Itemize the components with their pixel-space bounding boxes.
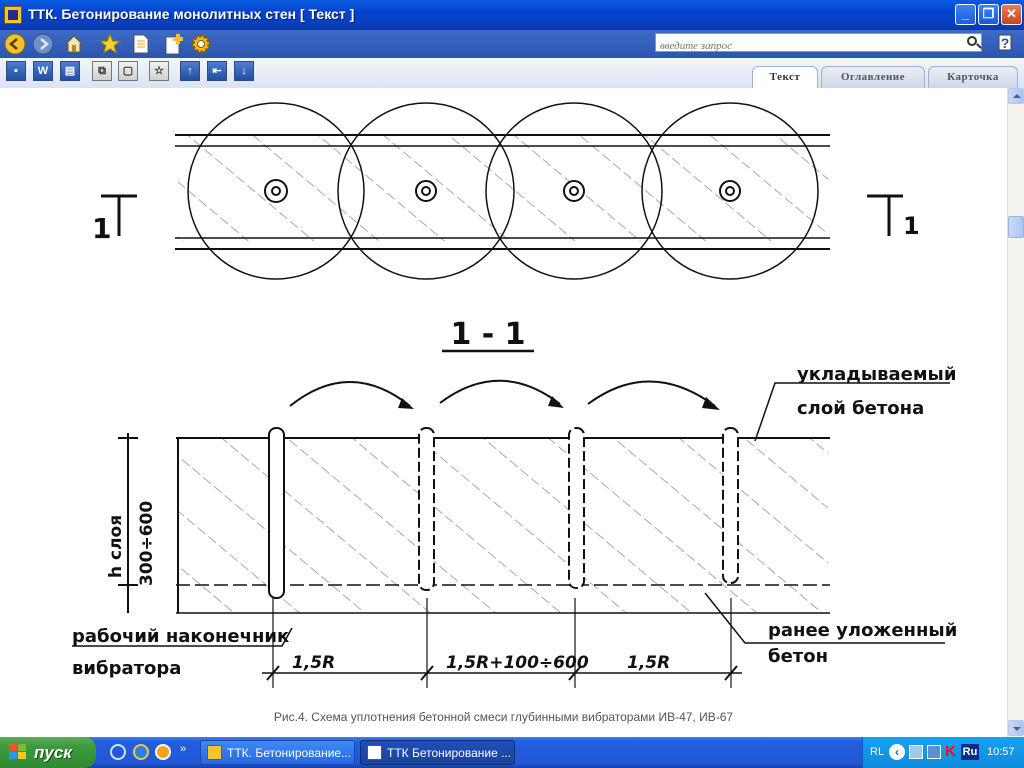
tray-collapse-icon[interactable]: ‹ (889, 744, 905, 760)
keyboard-layout-indicator[interactable]: Ru (961, 744, 979, 760)
tab-contents[interactable]: Оглавление (821, 66, 925, 88)
bookmark-star-icon[interactable]: ☆ (149, 61, 169, 81)
favorites-star-icon[interactable] (99, 33, 121, 55)
vibrator-compaction-diagram: 1 1 1 - 1 (72, 102, 957, 688)
scroll-up-icon[interactable]: ↑ (180, 61, 200, 81)
maximize-button[interactable]: ❐ (978, 4, 999, 25)
export-word-icon[interactable]: W (33, 61, 53, 81)
label-previous-layer-line1: ранее уложенный (768, 620, 957, 641)
language-indicator[interactable]: RL (870, 746, 885, 758)
svg-text:?: ? (1001, 35, 1010, 51)
label-vibrator-tip-line1: рабочий наконечник (72, 626, 289, 647)
system-tray: RL ‹ K Ru 10:57 (862, 737, 1024, 768)
plan-view (175, 102, 830, 280)
add-document-icon[interactable] (164, 33, 186, 55)
app-task-icon (207, 745, 222, 760)
search-box[interactable] (655, 33, 982, 54)
help-icon[interactable]: ? (994, 33, 1016, 55)
section-title: 1 - 1 (450, 317, 525, 352)
app-icon (4, 6, 22, 24)
preview-icon[interactable]: ▢ (118, 61, 138, 81)
settings-gear-icon[interactable] (190, 33, 212, 55)
forward-icon[interactable] (32, 33, 54, 55)
taskbar-item-2[interactable]: ТТК Бетонирование ... (360, 740, 515, 765)
print-icon[interactable]: ▤ (60, 61, 80, 81)
section-mark-left: 1 (92, 194, 137, 245)
label-placed-layer-line1: укладываемый (797, 364, 956, 385)
label-vibrator-tip-line2: вибратора (72, 658, 181, 679)
copy-icon[interactable]: ⧉ (92, 61, 112, 81)
svg-text:1: 1 (903, 212, 920, 240)
svg-text:1: 1 (92, 212, 111, 245)
network-icon[interactable] (909, 745, 923, 759)
document-icon[interactable] (130, 33, 152, 55)
title-bar: ТТК. Бетонирование монолитных стен [ Тек… (0, 0, 1024, 30)
dim-layer-height-value: 300÷600 (137, 501, 157, 586)
scroll-thumb[interactable] (1008, 216, 1024, 238)
label-previous-layer-line2: бетон (768, 646, 828, 667)
quicklaunch-more-icon[interactable]: » (180, 743, 187, 755)
section-mark-right: 1 (867, 194, 920, 240)
document-view[interactable]: 1 1 1 - 1 (0, 88, 1007, 737)
clock[interactable]: 10:57 (987, 746, 1015, 758)
taskbar: пуск » ТТК. Бетонирование... ТТК Бетонир… (0, 737, 1024, 768)
taskbar-item-2-label: ТТК Бетонирование ... (387, 746, 512, 760)
tab-text[interactable]: Текст (752, 66, 818, 89)
display-icon[interactable] (927, 745, 941, 759)
navigate-icon[interactable]: ⇤ (207, 61, 227, 81)
dim-spacing-b: 1,5R+100÷600 (446, 653, 589, 673)
window-title: ТТК. Бетонирование монолитных стен [ Тек… (28, 6, 355, 22)
close-button[interactable]: ✕ (1001, 4, 1022, 25)
scroll-up-arrow[interactable] (1008, 88, 1024, 104)
antivirus-icon[interactable]: K (945, 743, 956, 760)
dim-spacing-a: 1,5R (292, 653, 335, 673)
start-button[interactable]: пуск (0, 737, 96, 768)
start-label: пуск (34, 743, 72, 762)
save-icon[interactable]: ▪ (6, 61, 26, 81)
label-placed-layer-line2: слой бетона (797, 398, 924, 419)
section-view (72, 379, 950, 688)
search-input[interactable] (656, 38, 964, 54)
vertical-scrollbar[interactable] (1007, 88, 1024, 737)
document-task-icon (367, 745, 382, 760)
dim-spacing-c: 1,5R (627, 653, 670, 673)
back-icon[interactable] (4, 33, 26, 55)
taskbar-item-1-label: ТТК. Бетонирование... (227, 746, 352, 760)
internet-explorer-icon[interactable] (133, 744, 149, 760)
tab-card[interactable]: Карточка (928, 66, 1018, 88)
search-icon[interactable] (967, 36, 977, 46)
search-quicklaunch-icon[interactable] (110, 744, 126, 760)
dim-layer-height-label: h слоя (106, 515, 126, 578)
scroll-down-icon[interactable]: ↓ (234, 61, 254, 81)
home-icon[interactable] (63, 33, 85, 55)
scroll-down-arrow[interactable] (1008, 720, 1024, 736)
windows-logo-icon (9, 744, 26, 759)
minimize-button[interactable]: _ (955, 4, 976, 25)
media-player-icon[interactable] (155, 744, 171, 760)
taskbar-item-1[interactable]: ТТК. Бетонирование... (200, 740, 355, 765)
figure-caption: Рис.4. Схема уплотнения бетонной смеси г… (273, 710, 734, 724)
